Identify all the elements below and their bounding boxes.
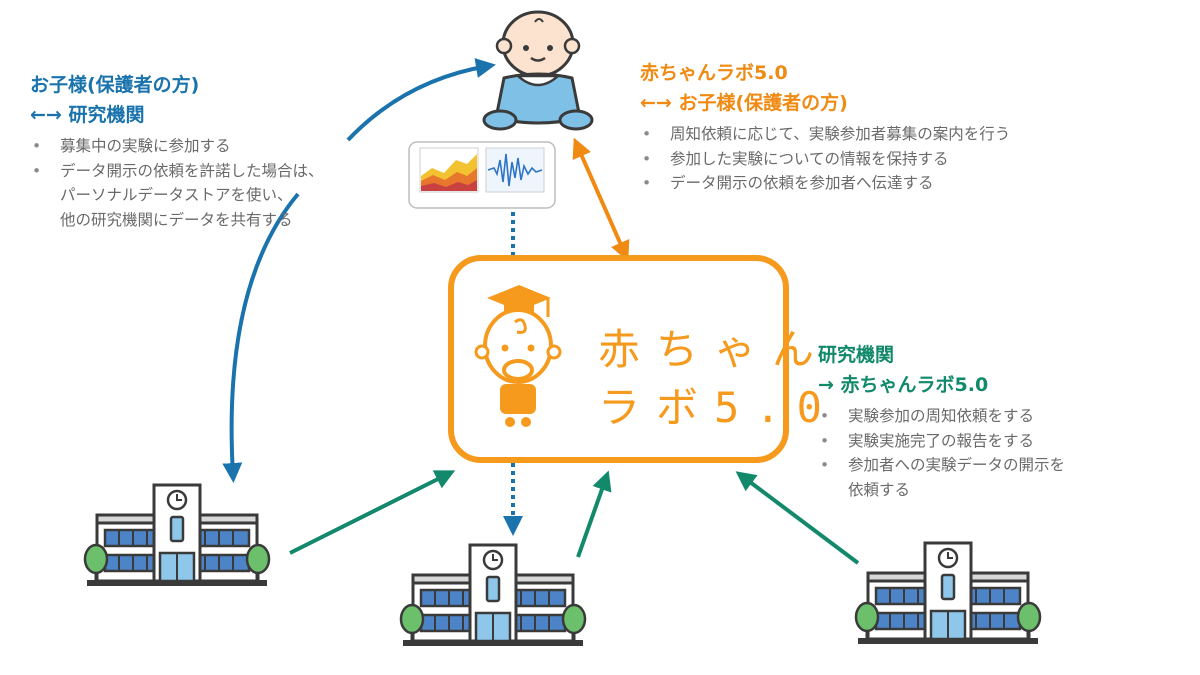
list-item: 実験参加の周知依頼をする: [818, 404, 1178, 429]
parent-block-list: 募集中の実験に参加する データ開示の依頼を許諾した場合は、 パーソナルデータスト…: [30, 134, 410, 232]
lab-block-title: 赤ちゃんラボ5.0: [640, 62, 788, 84]
institution-left-icon: [83, 483, 271, 588]
logo-text-line2: ラボ5.0: [598, 383, 838, 432]
lab-block-list: 周知依頼に応じて、実験参加者募集の案内を行う 参加した実験についての情報を保持す…: [640, 122, 1160, 196]
institution-right-icon: [854, 541, 1042, 646]
list-item: 周知依頼に応じて、実験参加者募集の案内を行う: [640, 122, 1160, 147]
institution-block-list: 実験参加の周知依頼をする 実験実施完了の報告をする 参加者への実験データの開示を…: [818, 404, 1178, 502]
lab-block-subtitle: ←→ お子様(保護者の方): [640, 92, 848, 114]
list-item: 募集中の実験に参加する: [30, 134, 410, 159]
parent-block-title: お子様(保護者の方): [30, 74, 200, 96]
baby-icon: [482, 10, 594, 131]
institution-block-title: 研究機関: [818, 344, 895, 366]
list-item: データ開示の依頼を参加者へ伝達する: [640, 171, 1160, 196]
list-item: 参加者への実験データの開示を 依頼する: [818, 453, 1178, 502]
list-item: データ開示の依頼を許諾した場合は、 パーソナルデータストアを使い、 他の研究機関…: [30, 159, 410, 233]
institution-block: 研究機関 → 赤ちゃんラボ5.0 実験参加の周知依頼をする 実験実施完了の報告を…: [818, 340, 1178, 502]
parent-block: お子様(保護者の方) ←→ 研究機関 募集中の実験に参加する データ開示の依頼を…: [30, 70, 410, 232]
arrow-institution-center-to-lab: [576, 470, 612, 558]
parent-block-subtitle: ←→ 研究機関: [30, 104, 145, 126]
data-chart-icon: [408, 141, 556, 209]
arrow-parent-to-institution: [222, 192, 300, 483]
logo-text-line1: 赤ちゃん: [598, 325, 831, 374]
mascot-icon: [474, 285, 562, 427]
arrow-lab-baby-bidirectional: [572, 137, 630, 262]
list-item: 実験実施完了の報告をする: [818, 429, 1178, 454]
arrow-institution-left-to-lab: [289, 470, 456, 555]
institution-block-subtitle: → 赤ちゃんラボ5.0: [818, 374, 989, 396]
arrow-institution-right-to-lab: [735, 471, 860, 565]
list-item: 参加した実験についての情報を保持する: [640, 147, 1160, 172]
lab-block: 赤ちゃんラボ5.0 ←→ お子様(保護者の方) 周知依頼に応じて、実験参加者募集…: [640, 58, 1160, 196]
arrow-parent-to-baby: [346, 58, 496, 142]
institution-center-icon: [399, 543, 587, 648]
